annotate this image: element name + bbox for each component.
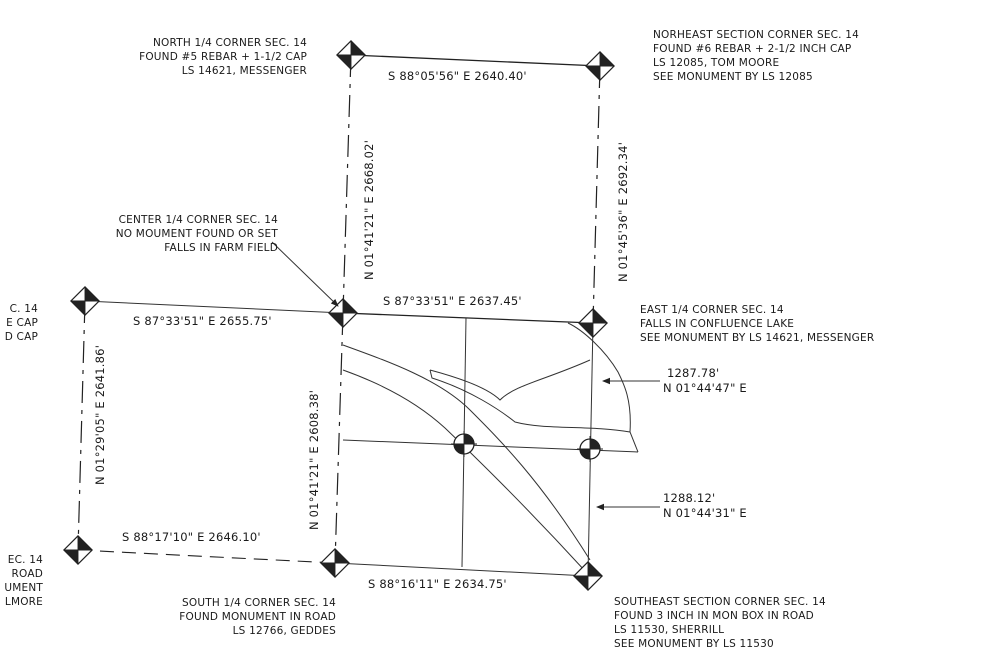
note-line: SEE MONUMENT BY LS 14621, MESSENGER <box>640 332 874 344</box>
interior-point-west-icon <box>450 430 478 458</box>
note-line: SEE MONUMENT BY LS 11530 <box>614 638 774 650</box>
note-north-quarter: NORTH 1/4 CORNER SEC. 14 FOUND #5 REBAR … <box>139 37 307 77</box>
bearing-west-line: N 01°29'05" E 2641.86' <box>93 345 107 485</box>
south-quarter-monument-icon <box>320 548 350 578</box>
note-line: UMENT <box>4 582 43 594</box>
note-west-quarter-partial: C. 14 E CAP D CAP <box>5 303 38 343</box>
bearing-south-west-half: S 88°17'10" E 2646.10' <box>122 530 261 544</box>
road-line-north <box>342 344 591 561</box>
bearing-north-east-half: S 88°05'56" E 2640.40' <box>388 69 527 83</box>
interior-lines <box>342 317 639 573</box>
note-line: LS 11530, SHERRILL <box>614 624 724 636</box>
center-ns-line-south <box>334 312 344 564</box>
callout-upper: 1287.78' N 01°44'47" E <box>663 366 747 395</box>
note-line: FOUND MONUMENT IN ROAD <box>179 611 336 623</box>
note-line: LS 12085, TOM MOORE <box>653 57 779 69</box>
note-line: EC. 14 <box>8 554 43 566</box>
southwest-corner-monument-icon <box>63 535 93 565</box>
center-quarter-monument-icon <box>328 298 358 328</box>
note-east-quarter: EAST 1/4 CORNER SEC. 14 FALLS IN CONFLUE… <box>640 304 874 344</box>
center-ew-line-west <box>84 300 344 314</box>
note-line: LS 12766, GEDDES <box>233 625 337 637</box>
south-line-west-half <box>77 549 336 564</box>
note-southeast-corner: SOUTHEAST SECTION CORNER SEC. 14 FOUND 3… <box>614 596 826 650</box>
note-line: NORTH 1/4 CORNER SEC. 14 <box>153 37 307 49</box>
note-line: E CAP <box>6 317 38 329</box>
note-line: FALLS IN CONFLUENCE LAKE <box>640 318 794 330</box>
note-line: LMORE <box>5 596 43 608</box>
callout-bearing: N 01°44'31" E <box>663 506 747 520</box>
note-line: D CAP <box>5 331 38 343</box>
note-line: LS 14621, MESSENGER <box>182 65 307 77</box>
leaders <box>271 241 660 511</box>
bearing-center-ew-west: S 87°33'51" E 2655.75' <box>133 314 272 328</box>
callout-distance: 1287.78' <box>667 366 719 380</box>
center-ns-line-north <box>342 54 352 314</box>
northeast-corner-monument-icon <box>585 51 615 81</box>
note-line: SOUTH 1/4 CORNER SEC. 14 <box>182 597 336 609</box>
interior-point-east-icon <box>576 435 604 463</box>
bearing-labels: S 88°05'56" E 2640.40' S 87°33'51" E 263… <box>93 69 630 591</box>
note-south-quarter: SOUTH 1/4 CORNER SEC. 14 FOUND MONUMENT … <box>179 597 336 637</box>
note-line: FOUND 3 INCH IN MON BOX IN ROAD <box>614 610 814 622</box>
callout-lower: 1288.12' N 01°44'31" E <box>663 491 747 520</box>
center-ew-line-east <box>342 312 594 324</box>
note-center-quarter: CENTER 1/4 CORNER SEC. 14 NO MOUMENT FOU… <box>116 214 279 254</box>
callout-distance: 1288.12' <box>663 491 715 505</box>
southeast-corner-monument-icon <box>573 561 603 591</box>
note-line: FOUND #5 REBAR + 1-1/2 CAP <box>139 51 307 63</box>
west-quarter-monument-icon <box>70 286 100 316</box>
bearing-east-line-north: N 01°45'36" E 2692.34' <box>616 142 630 282</box>
note-northeast-corner: NORHEAST SECTION CORNER SEC. 14 FOUND #6… <box>653 29 859 83</box>
note-line: FOUND #6 REBAR + 2-1/2 INCH CAP <box>653 43 851 55</box>
note-line: SEE MONUMENT BY LS 12085 <box>653 71 813 83</box>
bearing-center-south-line: N 01°41'21" E 2608.38' <box>307 390 321 530</box>
south-line-east-half <box>334 562 589 577</box>
bearing-north-center-line: N 01°41'21" E 2668.02' <box>362 140 376 280</box>
center-quarter-leader <box>271 241 339 307</box>
note-line: ROAD <box>12 568 43 580</box>
bearing-south-east-half: S 88°16'11" E 2634.75' <box>368 577 507 591</box>
road-line-south <box>342 369 587 573</box>
note-southwest-partial: EC. 14 ROAD UMENT LMORE <box>4 554 43 608</box>
east-line-north-half <box>592 65 601 324</box>
note-line: C. 14 <box>10 303 38 315</box>
note-line: CENTER 1/4 CORNER SEC. 14 <box>119 214 279 226</box>
note-line: NORHEAST SECTION CORNER SEC. 14 <box>653 29 859 41</box>
west-line <box>77 300 86 551</box>
note-line: EAST 1/4 CORNER SEC. 14 <box>640 304 784 316</box>
north-line-east-half <box>350 54 601 67</box>
north-quarter-monument-icon <box>336 40 366 70</box>
note-line: SOUTHEAST SECTION CORNER SEC. 14 <box>614 596 826 608</box>
callout-bearing: N 01°44'47" E <box>663 381 747 395</box>
note-line: NO MOUMENT FOUND OR SET <box>116 228 279 240</box>
bearing-center-ew-east: S 87°33'51" E 2637.45' <box>383 294 522 308</box>
note-line: FALLS IN FARM FIELD <box>164 242 278 254</box>
lake-outline <box>429 322 639 453</box>
